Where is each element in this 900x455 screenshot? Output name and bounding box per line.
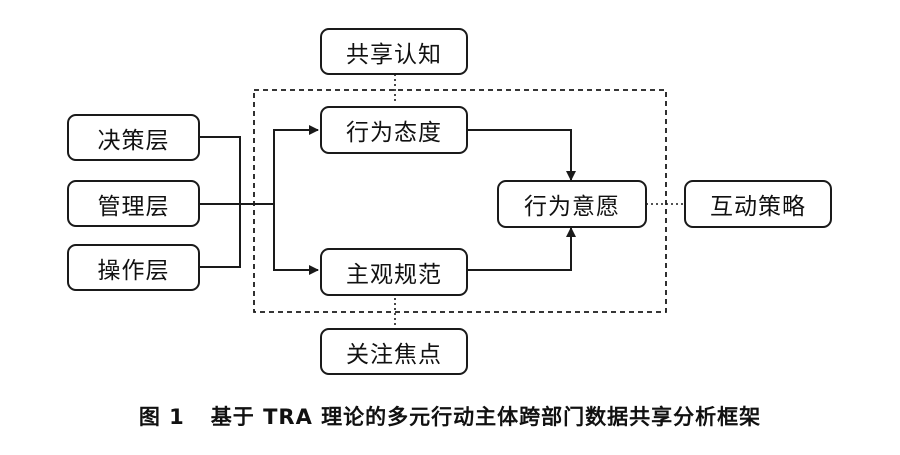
node-subjective-norm: 主观规范 [320,248,468,296]
node-operation-layer-label: 操作层 [97,257,170,284]
connector-decision-layer [199,136,241,204]
figure-number: 图 1 [138,405,185,429]
arrow-norm-to-intention [467,227,576,271]
node-behavioral-intention-label: 行为意愿 [524,194,620,220]
arrow-to-subjective-norm [273,204,319,275]
arrow-attitude-to-intention [467,129,576,181]
node-interaction-strategy-label: 互动策略 [710,194,806,220]
node-behavioral-intention: 行为意愿 [497,180,647,228]
figure-title: 基于 TRA 理论的多元行动主体跨部门数据共享分析框架 [210,405,762,429]
node-shared-cognition: 共享认知 [320,28,468,75]
node-attention-focus-label: 关注焦点 [346,341,442,368]
figure-caption: 图 1 基于 TRA 理论的多元行动主体跨部门数据共享分析框架 [0,398,900,434]
node-shared-cognition-label: 共享认知 [346,41,442,68]
node-behavioral-attitude: 行为态度 [320,106,468,154]
dashed-boundary [253,89,667,313]
node-decision-layer: 决策层 [67,114,200,161]
node-decision-layer-label: 决策层 [97,127,170,154]
node-subjective-norm-label: 主观规范 [346,262,442,288]
arrow-to-behavioral-attitude [273,125,319,204]
node-management-layer-label: 管理层 [97,193,170,220]
node-operation-layer: 操作层 [67,244,200,291]
node-behavioral-attitude-label: 行为态度 [346,120,442,146]
node-interaction-strategy: 互动策略 [684,180,832,228]
connector-operation-layer [199,204,241,268]
node-attention-focus: 关注焦点 [320,328,468,375]
node-management-layer: 管理层 [67,180,200,227]
